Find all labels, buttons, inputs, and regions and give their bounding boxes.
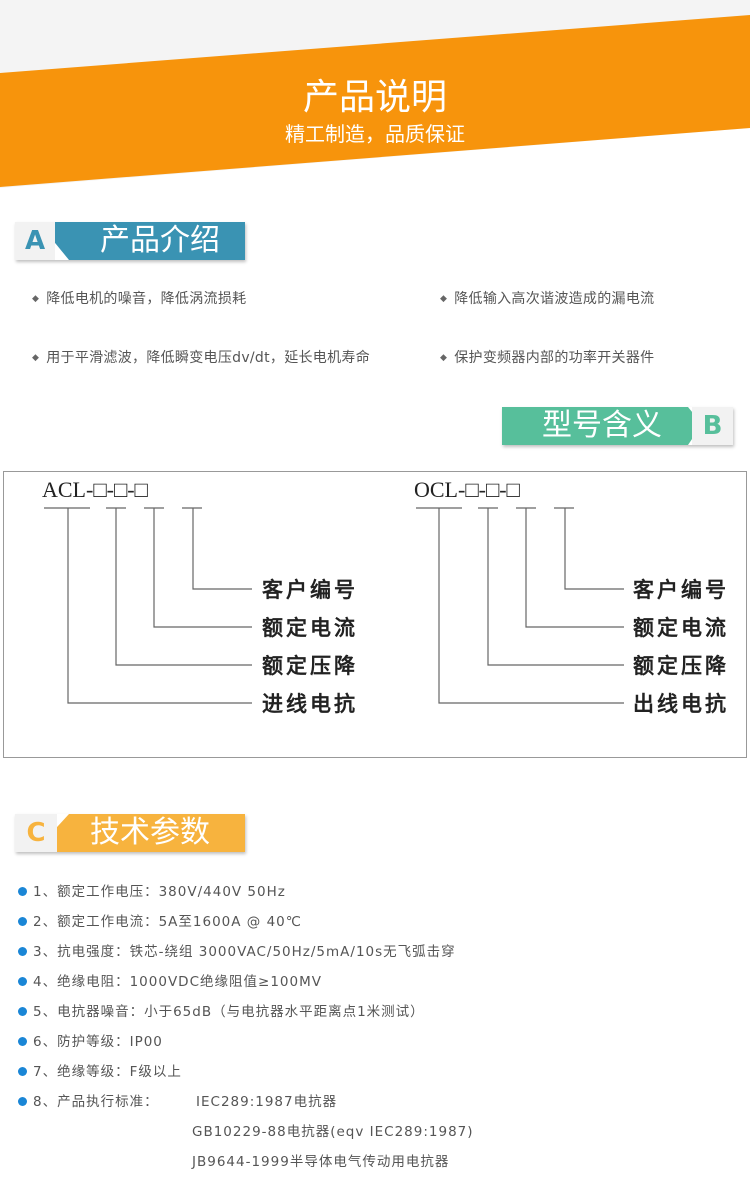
diagram-label: 额定电流 bbox=[262, 615, 358, 640]
diagram-label: 额定电流 bbox=[633, 615, 729, 640]
diagram-label: 额定压降 bbox=[633, 653, 729, 678]
standard-item: GB10229-88电抗器(eqv IEC289:1987) bbox=[192, 1124, 474, 1140]
section-b-title: 型号含义 bbox=[542, 408, 662, 443]
spec-text: 5、电抗器噪音：小于65dB（与电抗器水平距离点1米测试） bbox=[33, 1004, 425, 1020]
diagram-label: 客户编号 bbox=[262, 577, 358, 602]
bullet-dot-icon bbox=[18, 887, 27, 896]
section-a-title: 产品介绍 bbox=[100, 223, 220, 258]
diamond-bullet-icon: ◆ bbox=[440, 294, 448, 304]
diagram-label: 额定压降 bbox=[262, 653, 358, 678]
standard-item: JB9644-1999半导体电气传动用电抗器 bbox=[192, 1154, 450, 1170]
spec-text: 4、绝缘电阻：1000VDC绝缘阻值≥100MV bbox=[33, 974, 322, 990]
spec-item: 8、产品执行标准： bbox=[18, 1090, 159, 1110]
feature-item: ◆ 保护变频器内部的功率开关器件 bbox=[440, 347, 654, 367]
section-c-title: 技术参数 bbox=[90, 815, 210, 850]
bullet-dot-icon bbox=[18, 1067, 27, 1076]
spec-text: 6、防护等级：IP00 bbox=[33, 1034, 163, 1050]
feature-item: ◆ 降低电机的噪音，降低涡流损耗 bbox=[32, 288, 246, 308]
section-a-letter: A bbox=[15, 222, 55, 260]
section-c-bar: 技术参数 bbox=[55, 814, 245, 852]
bullet-dot-icon bbox=[18, 1007, 27, 1016]
section-a-header: 产品介绍 A bbox=[15, 222, 245, 260]
feature-item: ◆ 降低输入高次谐波造成的漏电流 bbox=[440, 288, 654, 308]
feature-text: 降低输入高次谐波造成的漏电流 bbox=[454, 291, 655, 307]
spec-item: 6、防护等级：IP00 bbox=[18, 1030, 163, 1050]
feature-text: 降低电机的噪音，降低涡流损耗 bbox=[46, 291, 247, 307]
model-diagram: ACL-□-□-□ OCL-□-□-□ 客户编号 额定电流 额定压降 进线电抗 … bbox=[3, 471, 747, 758]
spec-text: 3、抗电强度：铁芯-绕组 3000VAC/50Hz/5mA/10s无飞弧击穿 bbox=[33, 944, 456, 960]
section-b-letter: B bbox=[692, 407, 733, 445]
spec-text: 8、产品执行标准： bbox=[33, 1094, 159, 1110]
diagram-label: 客户编号 bbox=[633, 577, 729, 602]
feature-text: 用于平滑滤波，降低瞬变电压dv/dt，延长电机寿命 bbox=[46, 350, 370, 366]
bullet-dot-icon bbox=[18, 947, 27, 956]
model-code-acl: ACL-□-□-□ bbox=[42, 477, 148, 502]
diamond-bullet-icon: ◆ bbox=[440, 353, 448, 363]
section-b-header: 型号含义 B bbox=[502, 407, 733, 445]
spec-item: 2、额定工作电流：5A至1600A @ 40℃ bbox=[18, 910, 302, 930]
section-b-bar: 型号含义 bbox=[502, 407, 702, 445]
section-c-letter: C bbox=[15, 814, 57, 852]
page-subtitle: 精工制造，品质保证 bbox=[285, 122, 465, 146]
bullet-dot-icon bbox=[18, 1097, 27, 1106]
page-title: 产品说明 bbox=[302, 77, 447, 118]
header-banner bbox=[0, 0, 750, 200]
spec-text: 1、额定工作电压：380V/440V 50Hz bbox=[33, 884, 286, 900]
standard-item: IEC289:1987电抗器 bbox=[196, 1094, 338, 1110]
diagram-label: 进线电抗 bbox=[262, 691, 358, 716]
section-a-bar: 产品介绍 bbox=[55, 222, 245, 260]
model-code-ocl: OCL-□-□-□ bbox=[414, 477, 520, 502]
feature-text: 保护变频器内部的功率开关器件 bbox=[454, 350, 655, 366]
bullet-dot-icon bbox=[18, 1037, 27, 1046]
spec-item: 4、绝缘电阻：1000VDC绝缘阻值≥100MV bbox=[18, 970, 322, 990]
spec-item: 1、额定工作电压：380V/440V 50Hz bbox=[18, 880, 286, 900]
spec-item: 7、绝缘等级：F级以上 bbox=[18, 1060, 182, 1080]
spec-item: 5、电抗器噪音：小于65dB（与电抗器水平距离点1米测试） bbox=[18, 1000, 425, 1020]
feature-item: ◆ 用于平滑滤波，降低瞬变电压dv/dt，延长电机寿命 bbox=[32, 347, 370, 367]
diagram-label: 出线电抗 bbox=[633, 691, 729, 716]
spec-text: 7、绝缘等级：F级以上 bbox=[33, 1064, 182, 1080]
diamond-bullet-icon: ◆ bbox=[32, 294, 40, 304]
diamond-bullet-icon: ◆ bbox=[32, 353, 40, 363]
section-c-header: 技术参数 C bbox=[15, 814, 245, 852]
bullet-dot-icon bbox=[18, 977, 27, 986]
diagram-lines bbox=[44, 507, 624, 704]
spec-text: 2、额定工作电流：5A至1600A @ 40℃ bbox=[33, 914, 302, 930]
spec-item: 3、抗电强度：铁芯-绕组 3000VAC/50Hz/5mA/10s无飞弧击穿 bbox=[18, 940, 456, 960]
bullet-dot-icon bbox=[18, 917, 27, 926]
